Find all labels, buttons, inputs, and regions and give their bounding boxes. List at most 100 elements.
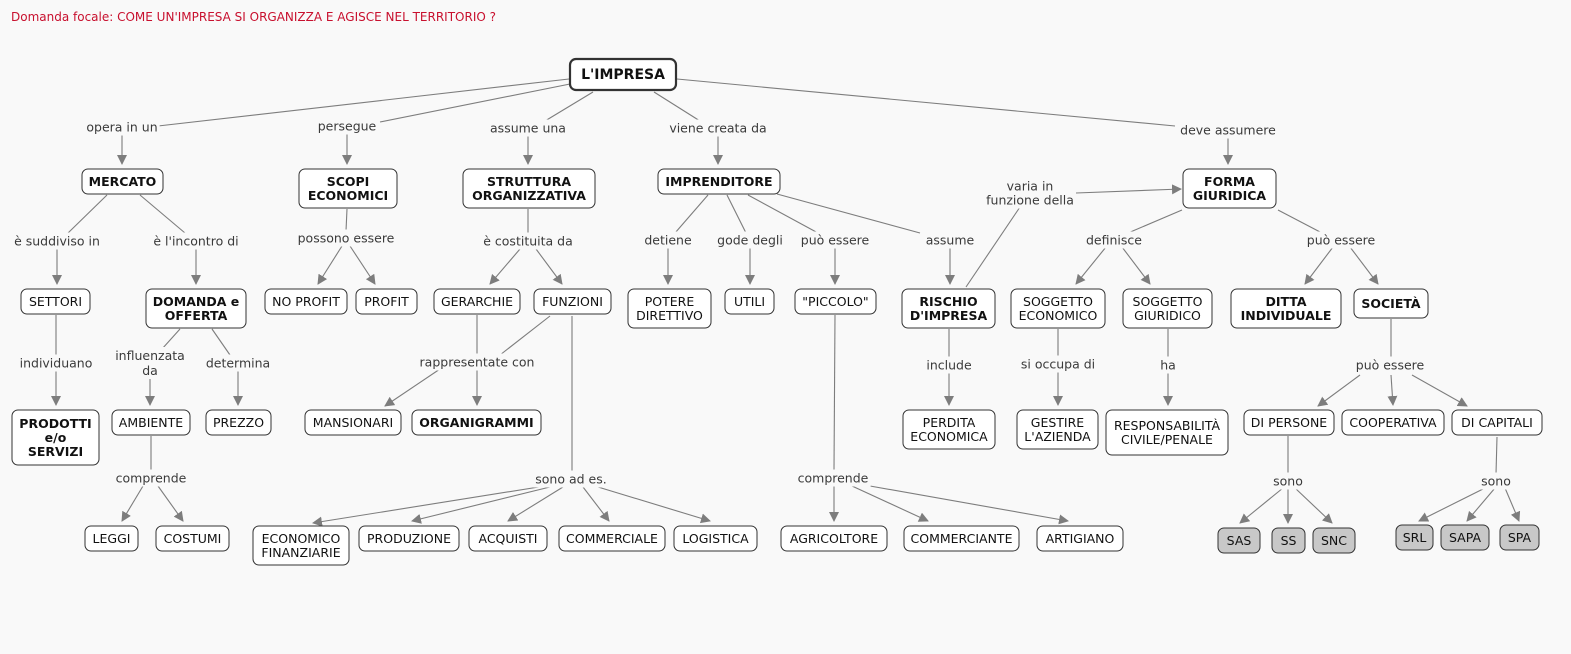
node-box <box>20 288 91 315</box>
concept-node-ambiente: AMBIENTE <box>111 409 191 436</box>
link-label-text: sono <box>1273 474 1303 489</box>
link-label-text: opera in un <box>86 120 157 135</box>
node-box <box>145 288 247 329</box>
arrow-connector <box>1387 374 1398 406</box>
line-connector <box>1277 209 1323 234</box>
concept-node-sas: SAS <box>1217 527 1261 554</box>
line-connector <box>211 328 231 356</box>
line-connector <box>776 193 921 234</box>
node-label: LOGISTICA <box>682 531 749 546</box>
link-label-possono: possono essere <box>295 229 397 247</box>
link-label-background <box>1479 472 1513 490</box>
arrow-connector <box>1075 184 1182 195</box>
line-connector <box>67 194 108 234</box>
link-label-text: può essere <box>801 233 870 248</box>
node-label: SAS <box>1227 533 1252 548</box>
link-label-background <box>17 354 95 372</box>
arrow-connector <box>349 245 376 285</box>
concept-node-srl: SRL <box>1395 524 1434 551</box>
link-label-rappresentate: rappresentate con <box>417 353 537 371</box>
link-label-incontro: è l'incontro di <box>151 232 241 250</box>
arrow-connector <box>869 485 1069 525</box>
link-label-text: rappresentate con <box>420 355 535 370</box>
node-box <box>533 288 612 315</box>
node-box <box>355 288 418 315</box>
link-label-background <box>1158 356 1178 374</box>
arrow-connector <box>1504 487 1521 522</box>
link-label-deve: deve assumere <box>1178 121 1279 139</box>
arrow-connector <box>535 248 563 285</box>
link-label-background <box>1271 472 1305 490</box>
link-label-background <box>12 232 102 250</box>
line-connector <box>379 81 581 123</box>
node-box <box>657 168 781 195</box>
line-connector <box>726 194 747 234</box>
node-label: COSTUMI <box>164 531 222 546</box>
link-label-costituita: è costituita da <box>481 232 575 250</box>
link-label-text: comprende <box>116 471 187 486</box>
link-label-sono-es: sono ad es. <box>533 470 609 488</box>
link-label-text: possono essere <box>298 231 395 246</box>
link-label-text: assume una <box>490 121 566 136</box>
node-label: MERCATO <box>89 174 157 189</box>
concept-node-piccolo: "PICCOLO" <box>794 288 877 315</box>
link-label-text: è l'incontro di <box>153 234 238 249</box>
line-connector <box>1495 436 1498 475</box>
arrow-connector <box>582 486 610 522</box>
link-label-puo-forma: può essere <box>1304 231 1378 249</box>
node-label: FUNZIONI <box>542 294 603 309</box>
link-label-text: può essere <box>1307 233 1376 248</box>
link-label-text: individuano <box>20 356 93 371</box>
link-label-background <box>667 119 769 137</box>
node-box <box>264 288 348 315</box>
link-label-background <box>984 177 1076 209</box>
node-label: SS <box>1281 533 1297 548</box>
node-box <box>462 168 596 209</box>
link-label-background <box>315 117 379 135</box>
link-label-background <box>113 469 189 487</box>
arrow-connector <box>1466 487 1496 522</box>
concept-node-impresa: L'IMPRESA <box>568 57 678 92</box>
link-label-background <box>295 229 397 247</box>
node-label: DI CAPITALI <box>1461 415 1533 430</box>
node-box <box>155 525 230 552</box>
link-label-text: deve assumere <box>1180 123 1276 138</box>
link-label-background <box>715 231 785 249</box>
line-connector <box>747 194 819 234</box>
link-label-sono-pers: sono <box>1271 472 1305 490</box>
node-box <box>1312 527 1356 554</box>
link-label-text: assume <box>926 233 975 248</box>
arrow-connector <box>384 368 441 407</box>
node-label: MANSIONARI <box>313 415 393 430</box>
link-label-sono-cap: sono <box>1479 472 1513 490</box>
node-box <box>902 409 996 450</box>
concept-node-sapa: SAPA <box>1440 524 1490 551</box>
link-label-text: definisce <box>1086 233 1142 248</box>
node-box <box>1395 524 1434 551</box>
arrow-connector <box>1411 374 1468 407</box>
node-label: L'IMPRESA <box>581 67 665 83</box>
concept-node-ss: SS <box>1271 527 1306 554</box>
link-label-comprende-amb: comprende <box>113 469 189 487</box>
node-label: IMPRENDITORE <box>665 174 772 189</box>
node-label: COMMERCIALE <box>566 531 658 546</box>
node-box <box>358 525 460 552</box>
link-label-background <box>1353 356 1427 374</box>
node-box <box>1353 288 1429 319</box>
link-label-background <box>795 469 871 487</box>
node-label: SRL <box>1403 530 1427 545</box>
link-label-background <box>1304 231 1378 249</box>
link-label-puo-soc: può essere <box>1353 356 1427 374</box>
link-label-creata: viene creata da <box>667 119 769 137</box>
node-box <box>433 288 521 315</box>
